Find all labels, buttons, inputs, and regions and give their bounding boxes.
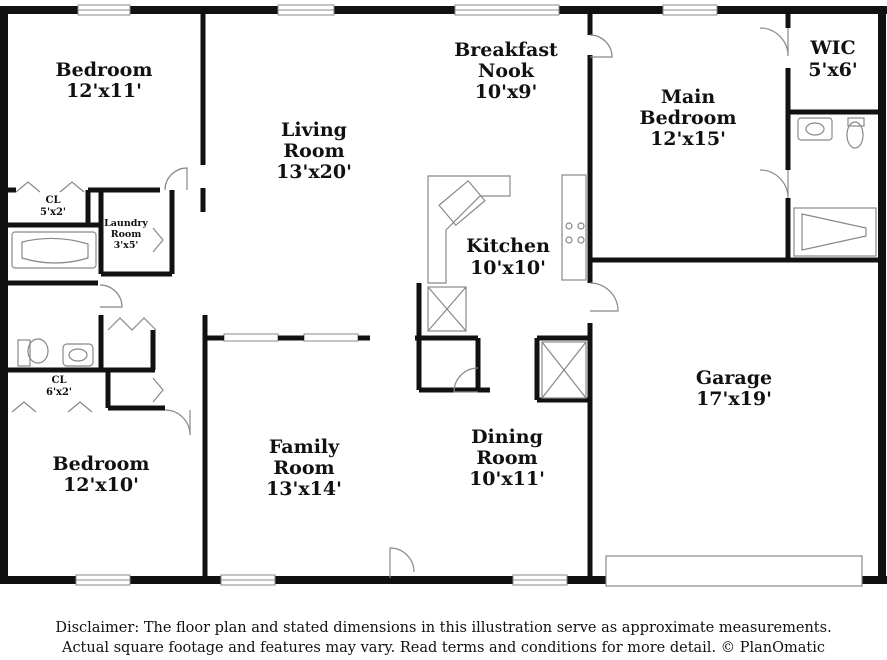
room-name-garage: Garage <box>696 367 772 389</box>
fixtures <box>11 27 877 578</box>
room-name-nook-2: Nook <box>478 60 535 82</box>
room-name-laundry-1: Laundry <box>104 218 148 229</box>
floor-plan: Bedroom 12'x11' Living Room 13'x20' Brea… <box>0 4 887 587</box>
room-size-bedroom-sw: 12'x10' <box>63 474 139 496</box>
disclaimer-line-2: Actual square footage and features may v… <box>61 640 826 656</box>
room-size-closet-bottom: 6'x2' <box>46 387 72 398</box>
room-name-kitchen: Kitchen <box>466 235 550 257</box>
interior-walls <box>8 12 882 580</box>
room-name-dining-2: Room <box>476 447 537 469</box>
room-size-dining: 10'x11' <box>469 468 545 490</box>
room-labels: Bedroom 12'x11' Living Room 13'x20' Brea… <box>40 37 858 500</box>
room-size-bedroom-nw: 12'x11' <box>66 80 142 102</box>
room-name-main-bedroom-2: Bedroom <box>640 107 737 129</box>
room-name-bedroom-sw: Bedroom <box>53 453 150 475</box>
room-name-nook-1: Breakfast <box>454 39 558 61</box>
room-size-nook: 10'x9' <box>475 81 538 103</box>
windows <box>75 4 718 586</box>
garage-door <box>605 555 863 587</box>
room-size-kitchen: 10'x10' <box>470 257 546 279</box>
disclaimer: Disclaimer: The floor plan and stated di… <box>0 618 887 658</box>
room-size-closet-top: 5'x2' <box>40 207 66 218</box>
room-size-garage: 17'x19' <box>696 388 772 410</box>
room-name-family-1: Family <box>269 436 340 458</box>
room-size-wic: 5'x6' <box>808 59 857 81</box>
disclaimer-line-1: Disclaimer: The floor plan and stated di… <box>55 620 832 636</box>
room-name-closet-top: CL <box>46 195 61 206</box>
room-name-living-1: Living <box>281 119 347 141</box>
room-size-main-bedroom: 12'x15' <box>650 128 726 150</box>
room-name-living-2: Room <box>283 140 344 162</box>
room-name-bedroom-nw: Bedroom <box>56 59 153 81</box>
room-name-closet-bottom: CL <box>52 375 67 386</box>
room-name-family-2: Room <box>273 457 334 479</box>
room-name-main-bedroom-1: Main <box>661 86 716 108</box>
room-size-family: 13'x14' <box>266 478 342 500</box>
room-name-wic: WIC <box>809 37 855 59</box>
room-size-laundry: 3'x5' <box>114 240 139 251</box>
room-name-dining-1: Dining <box>471 426 543 448</box>
room-name-laundry-2: Room <box>111 229 142 240</box>
room-size-living: 13'x20' <box>276 161 352 183</box>
